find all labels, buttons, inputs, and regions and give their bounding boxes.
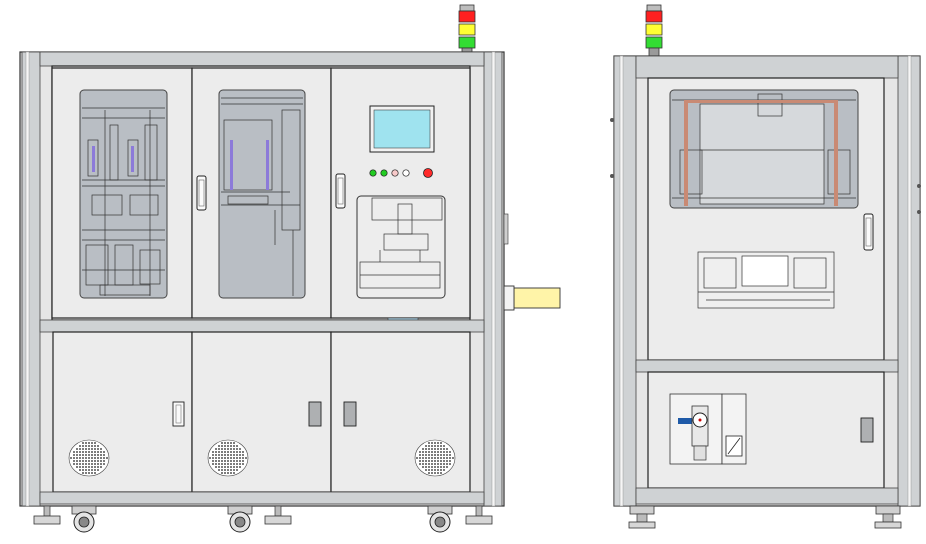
side-tower-yellow-light: [645, 23, 663, 36]
front-door-left: [51, 67, 193, 319]
front-tower-yellow-light: [458, 23, 476, 36]
air-filter-regulator: [669, 393, 723, 465]
lower-door-latch-1: [172, 401, 185, 427]
front-tower-green-light: [458, 36, 476, 49]
front-caster-2: [227, 505, 253, 533]
front-leveling-foot-3: [465, 505, 493, 525]
side-leveling-foot-1: [628, 505, 656, 529]
side-view: [610, 4, 921, 529]
front-signal-tower: [458, 4, 476, 55]
side-tower-red-light: [645, 10, 663, 23]
output-tray: [513, 287, 561, 309]
side-door-handle: [863, 213, 874, 251]
copper-rail-left: [684, 100, 688, 206]
vent-grilles: [68, 439, 456, 477]
front-rod-purple-4: [266, 140, 269, 190]
indicator-light-1: [369, 169, 377, 177]
front-leveling-foot-1: [33, 505, 61, 525]
indicator-light-3: [391, 169, 399, 177]
lower-door-latch-2: [308, 401, 322, 427]
front-window-left: [79, 89, 168, 299]
hmi-screen: [373, 109, 431, 149]
front-tower-red-light: [458, 10, 476, 23]
vent-grille-3: [414, 439, 456, 477]
side-junction-box: [721, 393, 747, 465]
front-caster-1: [71, 505, 97, 533]
side-leveling-foot-2: [874, 505, 902, 529]
front-window-right: [356, 195, 446, 299]
front-control-panel: [330, 67, 471, 323]
front-lower-doors: [52, 331, 471, 493]
lower-door-latch-3: [343, 401, 357, 427]
vent-grille-2: [207, 439, 249, 477]
front-door-handle-left: [196, 175, 207, 211]
front-rod-purple-1: [92, 146, 95, 172]
side-lower-latch: [860, 417, 874, 443]
vent-grille-1: [68, 439, 110, 477]
front-window-middle: [218, 89, 306, 299]
side-signal-tower: [645, 4, 663, 57]
front-door-middle: [191, 67, 332, 319]
front-view: [19, 4, 561, 533]
indicator-light-4: [402, 169, 410, 177]
copper-rail-right: [834, 100, 838, 206]
emergency-stop-button: [423, 168, 433, 178]
front-rod-purple-3: [230, 140, 233, 190]
side-tower-green-light: [645, 36, 663, 49]
front-rod-purple-2: [131, 146, 134, 172]
side-feeder-assembly: [697, 251, 835, 309]
front-door-handle-right: [335, 173, 346, 209]
indicator-light-2: [380, 169, 388, 177]
front-caster-3: [427, 505, 453, 533]
front-leveling-foot-2: [264, 505, 292, 525]
